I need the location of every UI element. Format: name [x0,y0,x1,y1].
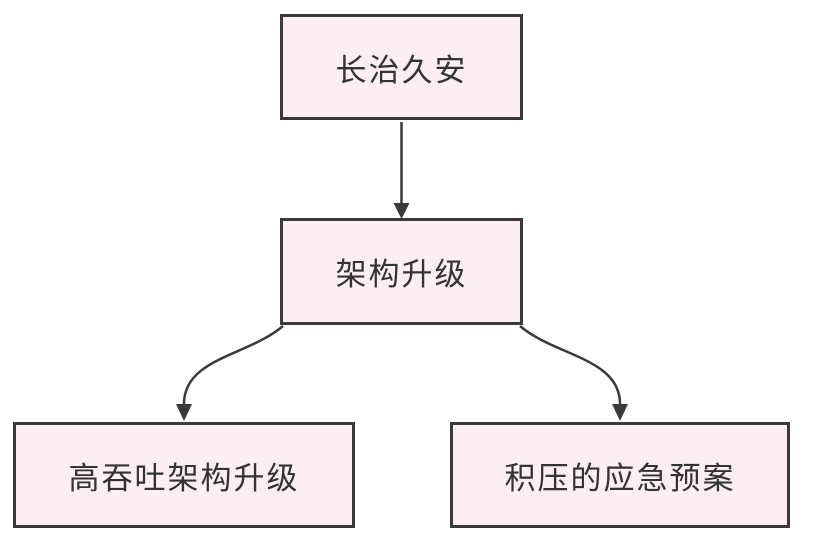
node-high-throughput: 高吞吐架构升级 [13,422,355,528]
arrowhead-down-icon [612,404,628,421]
edge-line [182,325,284,405]
edge-root-to-arch-upgrade [393,122,410,219]
edge-arch-upgrade-to-backlog-plan [519,325,628,421]
edge-arch-upgrade-to-high-throughput [176,325,284,421]
edge-line [519,325,622,405]
node-arch-upgrade: 架构升级 [280,218,523,325]
arrowhead-down-icon [176,404,192,421]
arrowhead-down-icon [393,203,410,219]
node-root: 长治久安 [280,14,523,120]
node-backlog-plan: 积压的应急预案 [450,422,790,528]
